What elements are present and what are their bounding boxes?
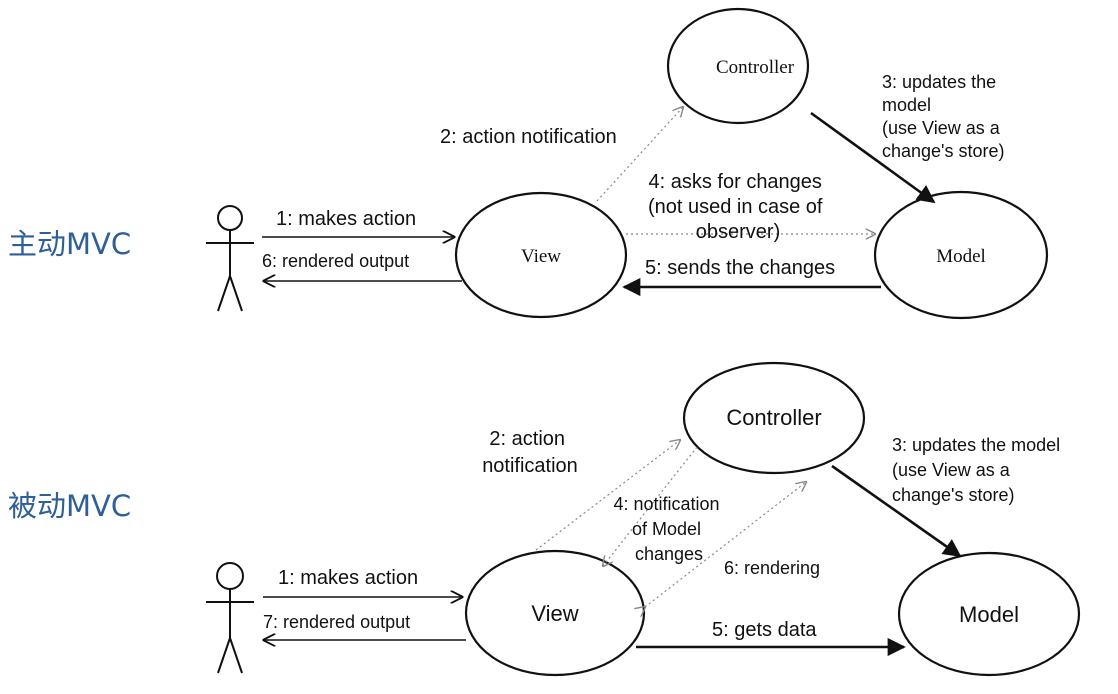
passive-mvc-section: 被动MVC Controller View Model 1: makes act…	[8, 361, 1081, 677]
user-actor-icon	[206, 205, 254, 312]
passive-notification-label: 4: notification of Model changes	[613, 494, 724, 564]
passive-makes-action-label: 1: makes action	[278, 567, 418, 589]
user-actor-icon	[206, 562, 254, 674]
active-makes-action-label: 1: makes action	[276, 208, 416, 230]
passive-controller-label: Controller	[726, 405, 821, 430]
active-asks-changes-label: 4: asks for changes (not used in case of…	[648, 171, 828, 243]
active-controller-label: Controller	[716, 57, 795, 78]
passive-mvc-title: 被动MVC	[8, 489, 131, 523]
active-updates-model-arrow	[810, 111, 936, 204]
active-updates-model-label: 3: updates the model (use View as a chan…	[882, 72, 1005, 161]
active-view-node	[454, 191, 628, 319]
passive-action-notification-arrow	[535, 440, 680, 551]
active-rendered-output-label: 6: rendered output	[262, 251, 409, 271]
passive-gets-data-label: 5: gets data	[712, 619, 817, 641]
passive-view-label: View	[531, 601, 578, 626]
active-model-label: Model	[936, 246, 986, 267]
active-view-label: View	[521, 246, 561, 267]
active-model-node	[873, 190, 1049, 320]
passive-rendering-label: 6: rendering	[724, 558, 820, 578]
passive-controller-node	[682, 361, 866, 475]
passive-rendered-output-label: 7: rendered output	[263, 612, 410, 632]
passive-model-node	[897, 551, 1081, 677]
active-controller-node	[666, 7, 810, 125]
active-mvc-title: 主动MVC	[8, 227, 131, 261]
active-action-notification-label: 2: action notification	[440, 126, 617, 148]
active-sends-changes-label: 5: sends the changes	[645, 257, 835, 279]
passive-model-label: Model	[959, 602, 1019, 627]
passive-rendering-arrow	[645, 482, 806, 607]
passive-updates-model-label: 3: updates the model (use View as a chan…	[892, 435, 1065, 505]
passive-action-notification-label: 2: action notification	[482, 428, 578, 477]
passive-updates-model-arrow	[831, 464, 962, 558]
active-action-notification-arrow	[596, 107, 683, 202]
active-mvc-section: 主动MVC Controller View Model 1: makes act…	[8, 7, 1049, 320]
